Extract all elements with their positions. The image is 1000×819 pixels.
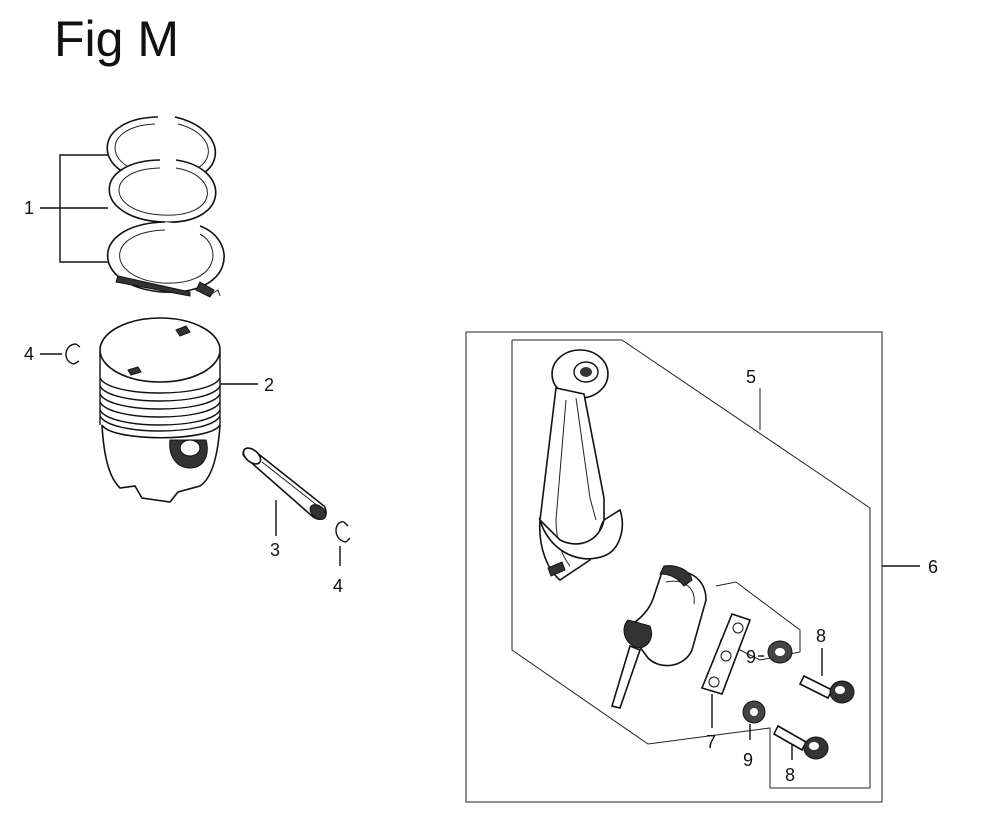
callout-8-upper: 8	[816, 626, 826, 646]
connecting-rod	[538, 349, 624, 581]
callout-8-lower: 8	[785, 765, 795, 785]
rod-sub-outline	[511, 339, 871, 789]
callout-6: 6	[928, 557, 938, 577]
bolt-lower	[772, 724, 829, 760]
washer-lower	[742, 700, 766, 740]
callout-4-right: 4	[333, 576, 343, 596]
lock-plate-outline	[715, 581, 801, 661]
callout-1: 1	[24, 198, 34, 218]
piston	[99, 317, 258, 503]
piston-pin	[242, 447, 327, 536]
callout-5: 5	[746, 367, 756, 387]
callout-4-left: 4	[24, 344, 34, 364]
assembly-frame	[465, 331, 883, 803]
callout-7: 7	[706, 732, 716, 752]
callout-2: 2	[264, 375, 274, 395]
callout-1-bracket	[40, 154, 108, 263]
rod-cap	[610, 565, 707, 709]
circlip-left	[40, 343, 81, 365]
bolt-upper	[798, 648, 855, 704]
lock-plate	[700, 613, 752, 728]
callout-9-upper: 9	[746, 647, 756, 667]
circlip-right	[335, 521, 351, 566]
washer-upper	[758, 640, 793, 664]
piston-rings	[106, 116, 225, 298]
figure-title: Fig M	[54, 11, 179, 67]
callout-9-lower: 9	[743, 750, 753, 770]
callout-3: 3	[270, 540, 280, 560]
